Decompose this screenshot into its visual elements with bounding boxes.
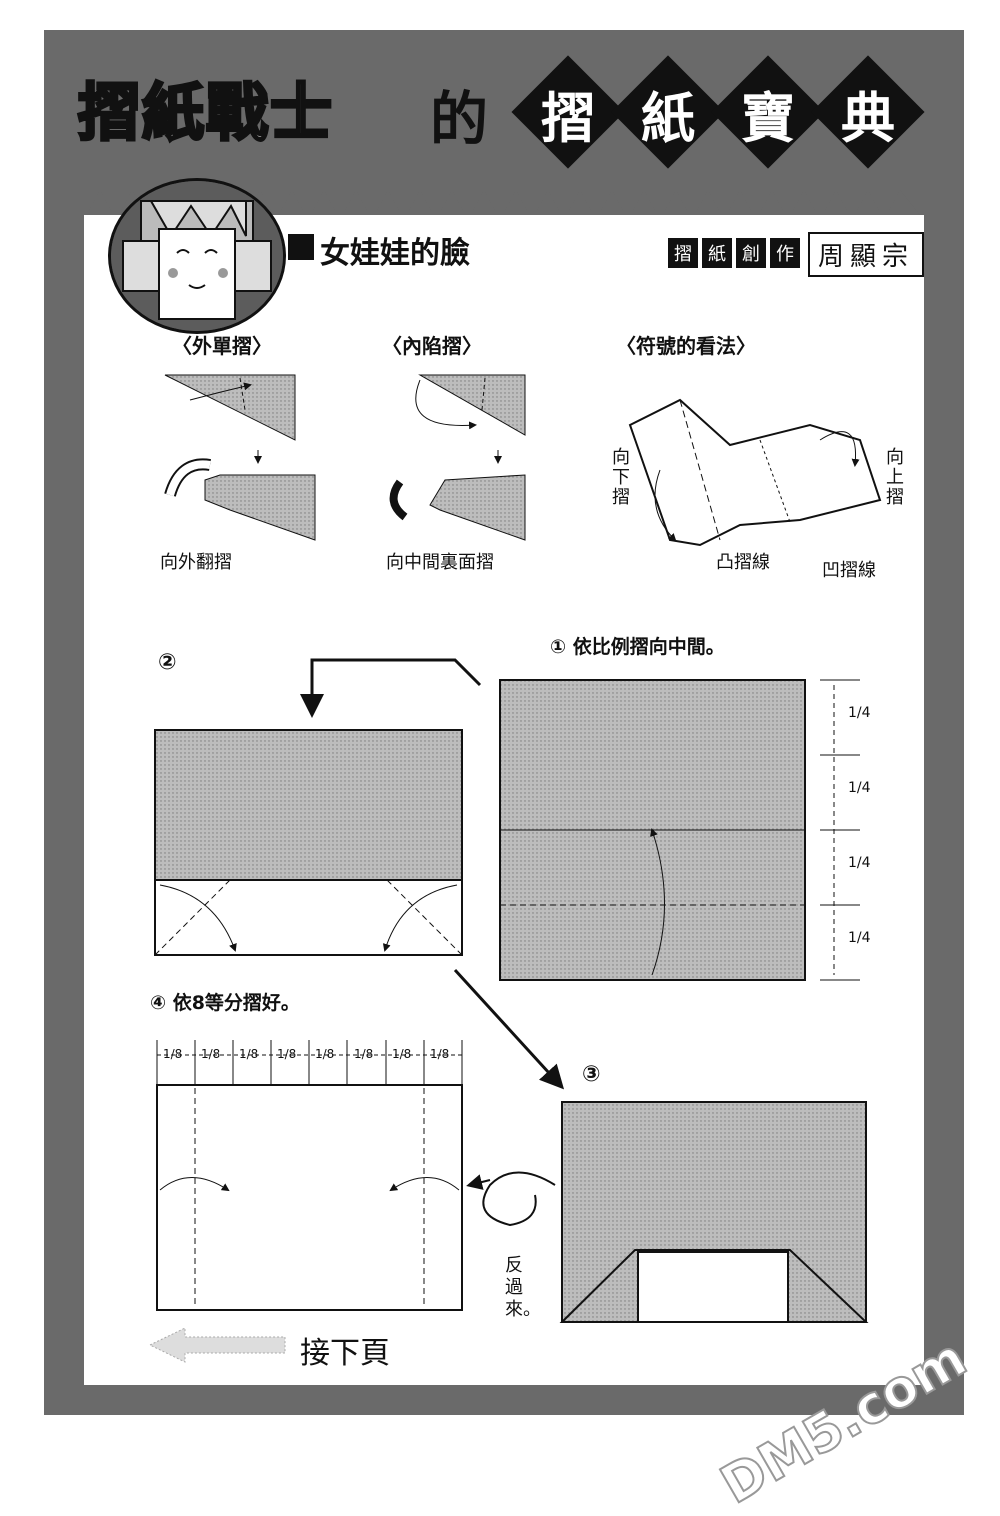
quarter-label: 1/4 xyxy=(848,930,871,946)
step-flow-arrow xyxy=(300,658,482,718)
step4-paper xyxy=(156,1040,463,1311)
eighth-label: 1/8 xyxy=(239,1047,259,1061)
mountain-fold-label: 凸摺線 xyxy=(716,552,770,573)
step1-instruction: ① 依比例摺向中間。 xyxy=(550,636,725,658)
step2-paper xyxy=(154,729,463,956)
outside-reverse-caption: 向外翻摺 xyxy=(160,552,232,573)
subtitle-char: 紙 xyxy=(641,86,695,150)
credit-char: 紙 xyxy=(702,238,732,268)
zigzag-edge xyxy=(84,180,924,220)
outside-reverse-heading: 〈外單摺〉 xyxy=(172,334,272,358)
bottom-border xyxy=(44,1385,964,1415)
credit-label: 摺 紙 創 作 xyxy=(668,238,800,268)
inside-reverse-caption: 向中間裏面摺 xyxy=(386,552,494,573)
eighth-label: 1/8 xyxy=(163,1047,183,1061)
credit-char: 創 xyxy=(736,238,766,268)
inside-reverse-diagram xyxy=(389,374,526,541)
quarter-label: 1/4 xyxy=(848,705,871,721)
author-name: 周顯宗 xyxy=(808,232,925,277)
symbols-heading: 〈符號的看法〉 xyxy=(616,334,756,358)
next-page-label: 接下頁 xyxy=(300,1336,390,1371)
credit-char: 作 xyxy=(770,238,800,268)
step-flow-arrow xyxy=(453,968,565,1090)
credit-char: 摺 xyxy=(668,238,698,268)
series-title: 摺紙戰士 xyxy=(76,75,335,151)
outside-reverse-diagram xyxy=(164,374,316,541)
subtitle-char: 寶 xyxy=(741,86,795,150)
eighth-label: 1/8 xyxy=(354,1047,374,1061)
eighth-label: 1/8 xyxy=(201,1047,221,1061)
quarter-label: 1/4 xyxy=(848,780,871,796)
step4-instruction: ④ 依8等分摺好。 xyxy=(150,992,300,1014)
subtitle-char: 摺 xyxy=(541,86,595,150)
step3-number: ③ xyxy=(582,1062,601,1087)
section-marker xyxy=(288,234,314,260)
step2-number: ② xyxy=(158,650,177,675)
inside-reverse-heading: 〈內陷摺〉 xyxy=(382,334,482,358)
doll-face-icon xyxy=(111,181,283,331)
turn-over-label: 反過來。 xyxy=(505,1255,541,1320)
fold-down-label: 向下摺 xyxy=(612,447,630,508)
quarter-label: 1/4 xyxy=(848,855,871,871)
eighth-label: 1/8 xyxy=(430,1047,450,1061)
eighth-label: 1/8 xyxy=(392,1047,412,1061)
step3-paper xyxy=(466,1101,869,1323)
left-border xyxy=(44,180,84,1395)
eighth-label: 1/8 xyxy=(315,1047,335,1061)
fold-up-label: 向上摺 xyxy=(886,447,904,508)
symbols-diagram xyxy=(628,398,882,547)
section-title: 女娃娃的臉 xyxy=(320,236,470,271)
title-particle: 的 xyxy=(430,85,489,153)
origami-face-avatar xyxy=(108,178,286,334)
next-page-arrow-icon xyxy=(148,1327,286,1363)
eighth-label: 1/8 xyxy=(277,1047,297,1061)
valley-fold-label: 凹摺線 xyxy=(822,560,876,581)
subtitle-char: 典 xyxy=(841,86,895,150)
step1-paper xyxy=(499,679,860,981)
right-border xyxy=(924,180,964,1395)
